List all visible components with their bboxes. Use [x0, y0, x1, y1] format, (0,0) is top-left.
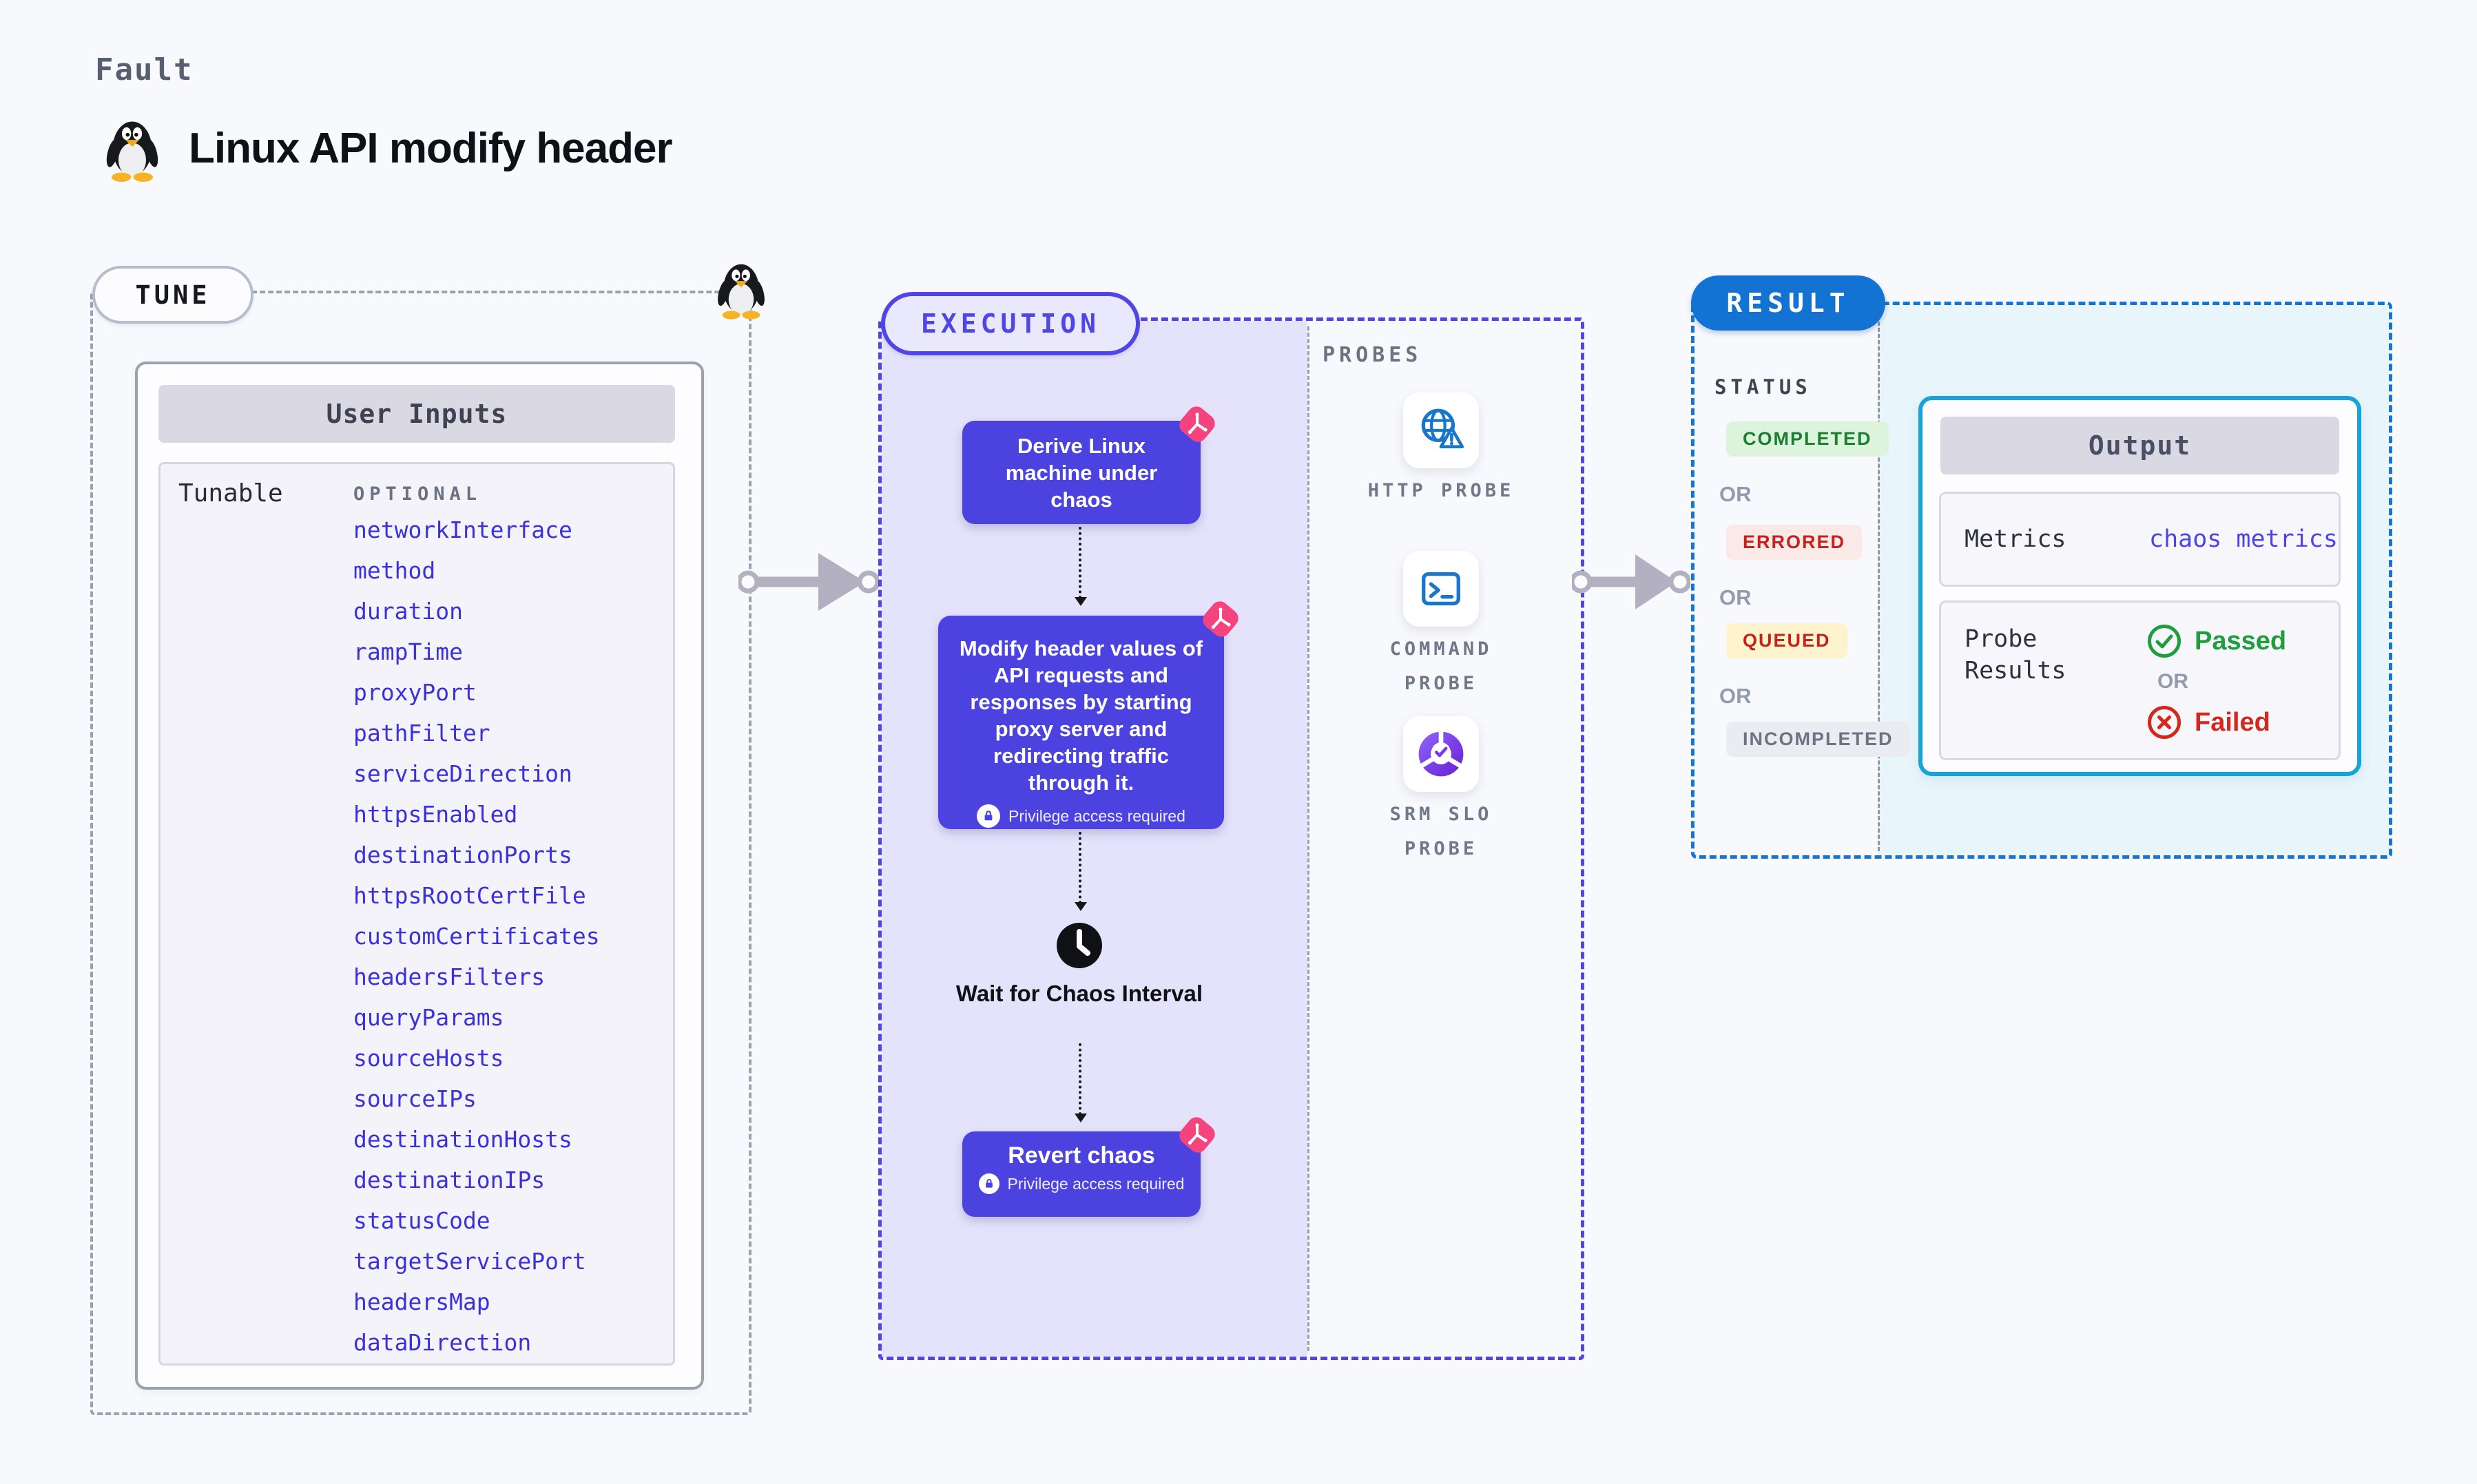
tunable-link[interactable]: proxyPort [353, 679, 477, 706]
passed-label: Passed [2195, 626, 2287, 656]
step-inject-chaos: Modify header values of API requests and… [938, 601, 1238, 829]
status-badge-completed: COMPLETED [1726, 421, 1889, 457]
execution-tag: EXECUTION [881, 292, 1140, 355]
chaos-spark-icon [1203, 601, 1238, 637]
tunable-link[interactable]: sourceIPs [353, 1085, 477, 1112]
user-inputs-panel: Tunable OPTIONAL networkInterface method d… [158, 462, 675, 1366]
tunable-link[interactable]: statusCode [353, 1207, 490, 1234]
tunable-link[interactable]: method [353, 557, 436, 584]
tunable-row-label: Tunable [178, 479, 283, 508]
tunable-link[interactable]: rampTime [353, 638, 463, 665]
tunable-link[interactable]: destinationPorts [353, 842, 572, 868]
chaos-metrics-link[interactable]: chaos metrics [2149, 525, 2338, 553]
tunable-link[interactable]: headersMap [353, 1288, 490, 1315]
tune-section [90, 291, 752, 1415]
globe-warning-icon [1421, 408, 1464, 448]
privilege-note: Privilege access required [955, 804, 1208, 828]
lock-icon [978, 1173, 999, 1194]
result-tag-label: RESULT [1726, 288, 1850, 318]
probe-results-row: Probe Results Passed OR Failed [1939, 600, 2341, 760]
metrics-label: Metrics [1965, 525, 2066, 553]
http-probe-label: HTTP PROBE [1367, 480, 1515, 501]
tune-tag: TUNE [92, 266, 253, 324]
page-title: Linux API modify header [189, 125, 673, 172]
slo-donut-icon [1418, 731, 1464, 777]
or-separator: OR [1719, 482, 1752, 506]
or-separator: OR [1719, 684, 1752, 708]
terminal-icon [1422, 572, 1460, 606]
optional-column-label: OPTIONAL [353, 483, 482, 505]
probe-result-failed: Failed [2146, 704, 2286, 740]
privilege-note: Privilege access required [962, 1173, 1201, 1194]
flow-arrow-probes-to-result [1572, 554, 1690, 609]
lock-icon [977, 804, 1001, 828]
result-divider [1878, 309, 1880, 851]
tune-tag-label: TUNE [135, 280, 211, 310]
tunable-link[interactable]: headersFilters [353, 963, 546, 990]
flow-connector [1075, 527, 1087, 606]
wait-clock-icon [1057, 923, 1102, 968]
flow-arrow-tune-to-execution [738, 553, 879, 611]
execution-tag-label: EXECUTION [921, 309, 1100, 339]
tux-icon [106, 121, 158, 182]
tunable-link[interactable]: customCertificates [353, 923, 600, 950]
probes-tag: PROBES [1323, 343, 1422, 367]
user-inputs-card: User Inputs Tunable OPTIONAL networkInte… [135, 362, 704, 1390]
tunable-link[interactable]: dataDirection [353, 1329, 532, 1356]
tunable-link[interactable]: serviceDirection [353, 760, 572, 787]
status-badge-errored: ERRORED [1726, 525, 1863, 560]
tunable-link[interactable]: destinationIPs [353, 1167, 546, 1193]
probes-divider [1307, 326, 1309, 1351]
srm-slo-probe-card [1403, 716, 1479, 792]
tunable-link[interactable]: httpsEnabled [353, 801, 518, 828]
result-tag: RESULT [1691, 275, 1885, 331]
tunable-link[interactable]: destinationHosts [353, 1126, 572, 1153]
probe-result-passed: Passed [2146, 623, 2286, 659]
tux-icon [718, 264, 765, 320]
step-derive-machine: Derive Linux machine under chaos [962, 406, 1215, 524]
metrics-row: Metrics chaos metrics [1939, 492, 2341, 587]
status-badge-incompleted: INCOMPLETED [1726, 722, 1910, 757]
probe-results-label: Probe Results [1965, 625, 2066, 684]
output-card: Output Metrics chaos metrics Probe Resul… [1918, 396, 2361, 776]
tunables-list: networkInterface method duration rampTime pr… [353, 510, 600, 1363]
tunable-link[interactable]: pathFilter [353, 720, 490, 746]
privilege-note-text: Privilege access required [1008, 806, 1185, 825]
tunable-link[interactable]: targetServicePort [353, 1248, 586, 1275]
status-heading: STATUS [1714, 375, 1812, 399]
step-derive-text: Derive Linux machine under chaos [1005, 433, 1158, 512]
srm-slo-probe-label: SRM SLO PROBE [1389, 804, 1493, 859]
chaos-spark-icon [1179, 1117, 1215, 1153]
or-separator: OR [1719, 585, 1752, 609]
fault-eyebrow: Fault [95, 52, 194, 87]
privilege-note-text: Privilege access required [1007, 1174, 1185, 1193]
flow-connector [1075, 1043, 1087, 1122]
tunable-link[interactable]: duration [353, 598, 463, 625]
chaos-spark-icon [1179, 406, 1215, 442]
or-separator: OR [2157, 670, 2188, 693]
failed-label: Failed [2195, 707, 2270, 737]
command-probe-card [1403, 551, 1479, 627]
flow-connector [1075, 832, 1087, 911]
user-inputs-header: User Inputs [158, 385, 675, 443]
step-inject-text: Modify header values of API requests and… [959, 636, 1203, 795]
http-probe-card [1403, 393, 1479, 468]
output-header: Output [1940, 417, 2339, 474]
x-circle-icon [2148, 706, 2181, 739]
tunable-link[interactable]: networkInterface [353, 516, 572, 543]
check-circle-icon [2148, 625, 2181, 658]
step-revert-text: Revert chaos [1008, 1142, 1155, 1169]
tunable-link[interactable]: queryParams [353, 1004, 504, 1031]
status-badge-queued: QUEUED [1726, 623, 1847, 658]
tunable-link[interactable]: sourceHosts [353, 1045, 504, 1072]
step-revert-chaos: Revert chaos Privilege access required [962, 1117, 1215, 1217]
tunable-link[interactable]: httpsRootCertFile [353, 882, 586, 909]
wait-step-label: Wait for Chaos Interval [955, 981, 1203, 1006]
command-probe-label: COMMAND PROBE [1389, 638, 1493, 694]
